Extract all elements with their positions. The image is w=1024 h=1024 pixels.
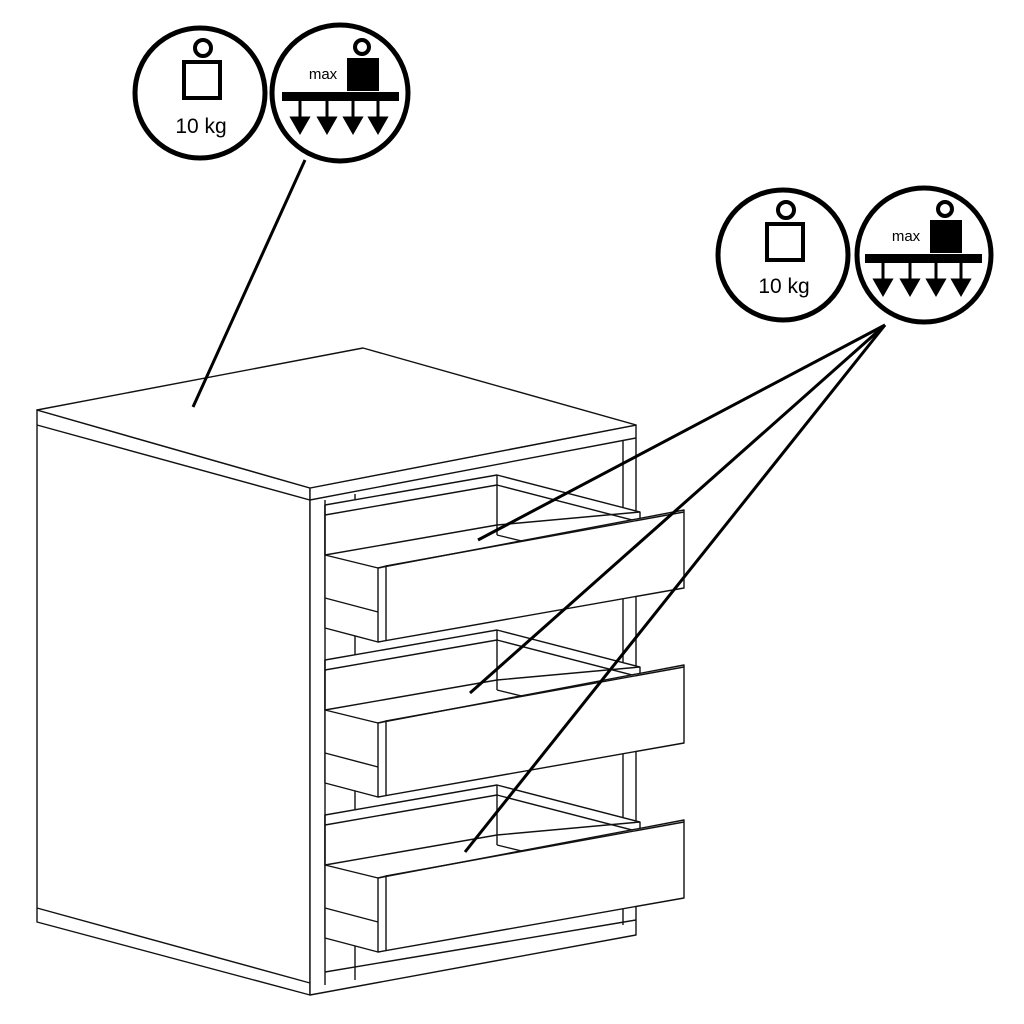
drawer-edge [324,597,379,613]
max-label: max [309,66,338,83]
weight-label: 10 kg [758,275,809,298]
drawer-edge [324,821,641,866]
callout-line-top [191,159,307,408]
cabinet-top [36,347,637,489]
drawer-edge [385,511,685,567]
callout-lines [191,159,887,853]
weight-label: 10 kg [175,115,226,138]
drawer-edge [324,666,641,711]
max-label: max [892,228,921,245]
weight-circle [132,25,268,161]
drawer-edge [385,821,685,877]
drawer-front [377,819,685,953]
top-load-badge: 10 kg max [132,22,411,164]
drawer-edge [324,511,641,556]
drawer-edge [324,907,379,923]
drawer-1[interactable] [324,474,685,643]
weight-icon [182,38,222,100]
drawer-2[interactable] [324,629,685,798]
max-load-icon [865,200,982,298]
callout-line-drawer-3 [463,324,887,853]
weight-icon [765,200,805,262]
drawer-edge [496,484,641,523]
drawer-load-badge: 10 kg max [715,185,994,325]
max-load-icon [282,38,399,136]
cabinet-left-side [36,409,311,996]
drawer-3[interactable] [324,784,685,953]
drawer-edge [385,666,685,722]
weight-circle [715,187,851,323]
drawer-front [377,509,685,643]
drawer-front [377,664,685,798]
callout-line-drawer-1 [477,323,886,542]
drawer-edge [496,794,641,833]
drawer-edge [324,752,379,768]
callout-line-drawer-2 [469,323,886,695]
